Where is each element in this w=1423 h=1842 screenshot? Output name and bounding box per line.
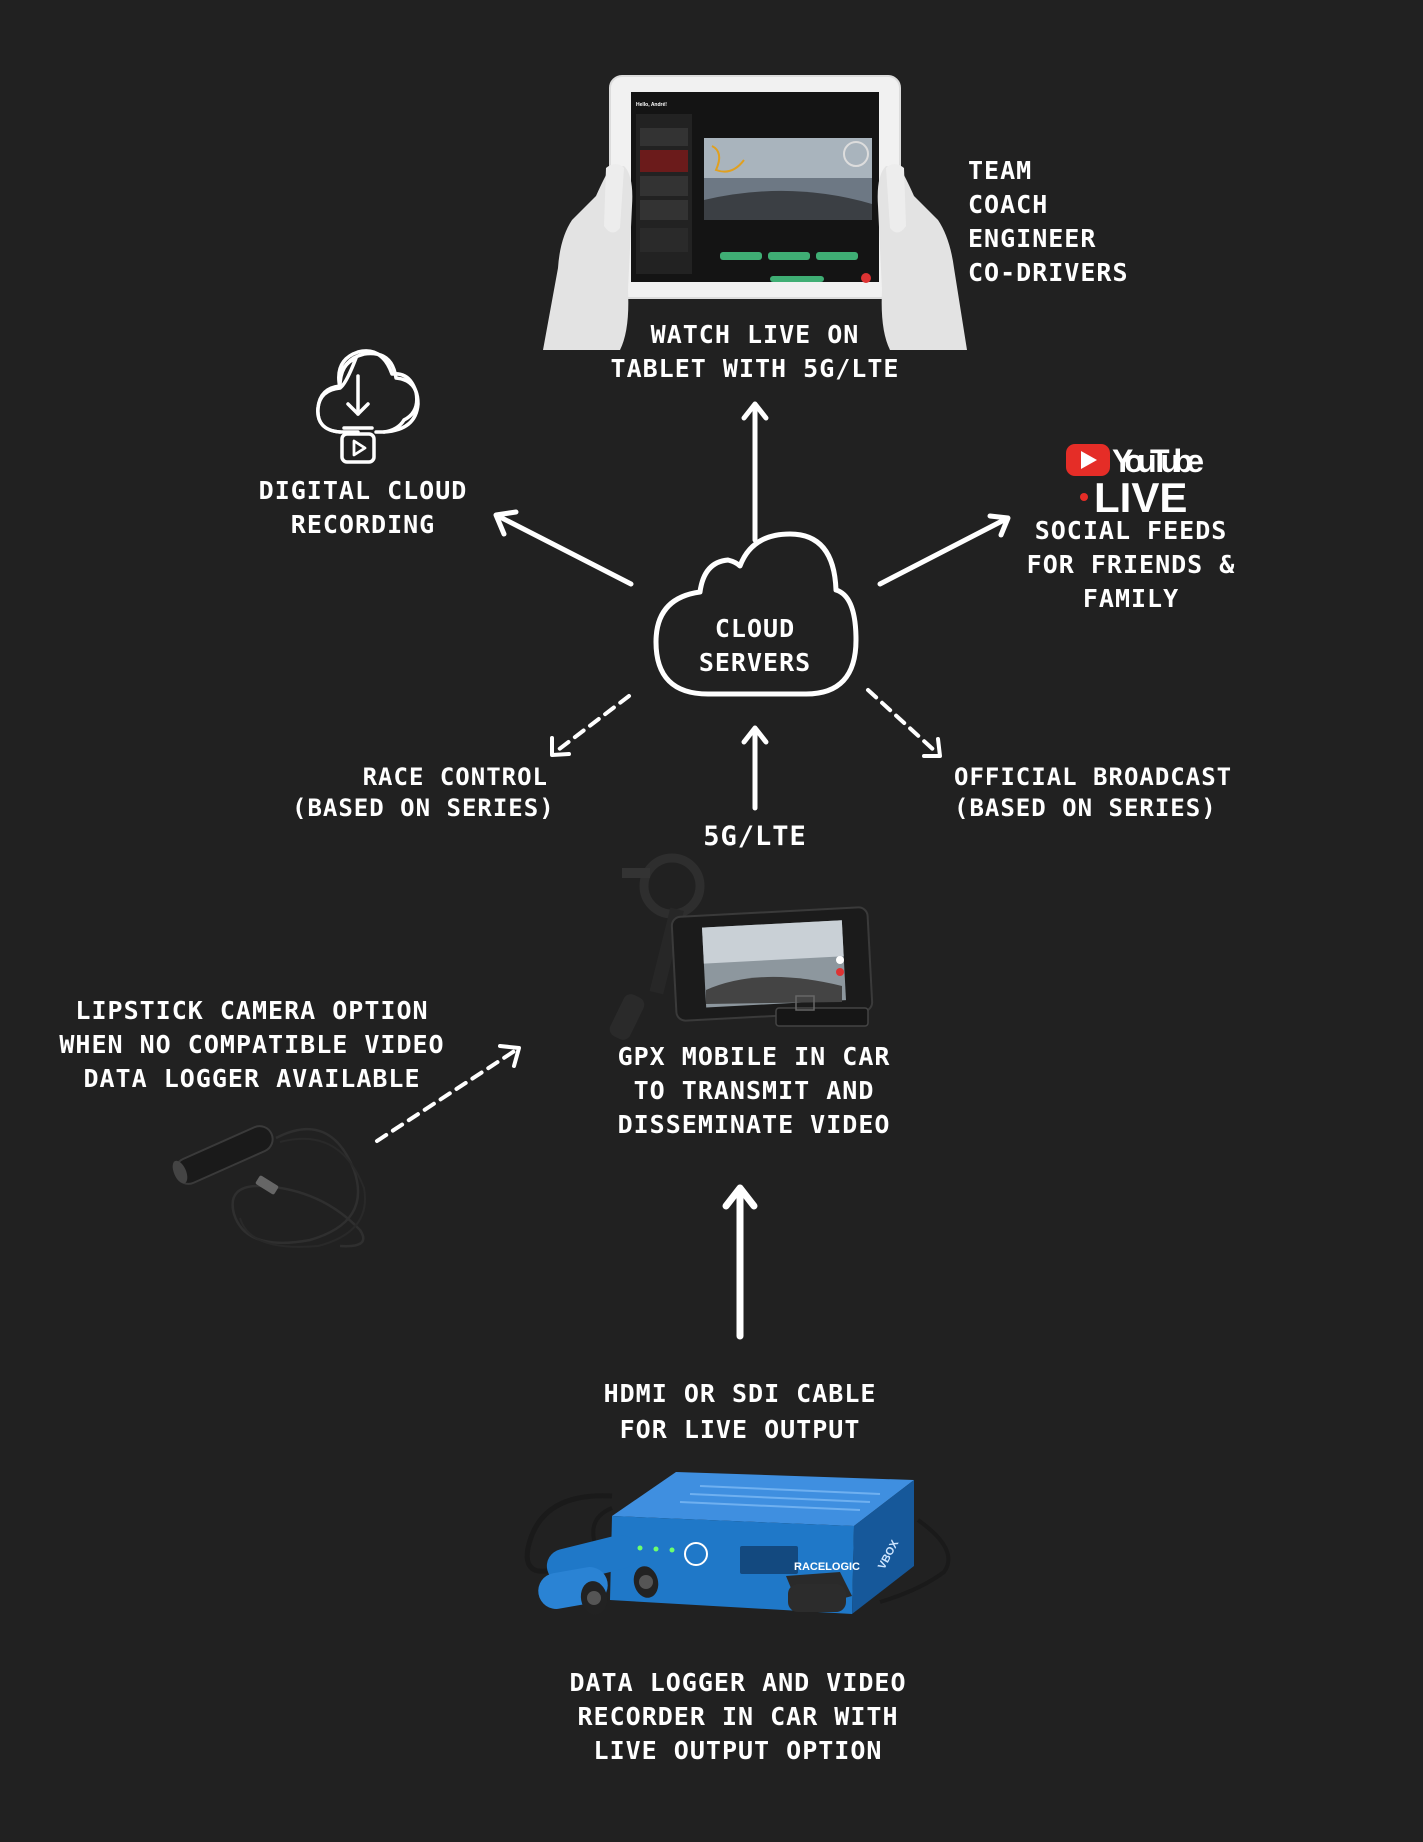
logger-caption: DATA LOGGER AND VIDEO RECORDER IN CAR WI… [569, 1668, 907, 1765]
logger-side-panel [852, 1480, 914, 1614]
data-logger-device: RACELOGIC VBOX [524, 1472, 951, 1615]
tablet-illustration: Hello, André! [543, 75, 967, 350]
logger-brand: RACELOGIC [794, 1561, 860, 1573]
logger-top-panel [612, 1472, 914, 1526]
lipstick-caption: LIPSTICK CAMERA OPTION WHEN NO COMPATIBL… [59, 996, 445, 1093]
cloud-servers-label: CLOUD SERVERS [698, 614, 812, 677]
arrow-to-race-control [556, 694, 631, 752]
cloud-recording-caption: DIGITAL CLOUD RECORDING [258, 476, 468, 539]
solid-arrows [493, 401, 1011, 1340]
tablet-screen-greeting: Hello, André! [636, 102, 667, 108]
gpx-mobile-device [609, 853, 874, 1040]
cloud-icon [653, 531, 859, 697]
youtube-logo: YouTube LIVE [1066, 443, 1205, 521]
arrow-to-cloud-recording [495, 513, 634, 587]
arrow-to-broadcast [866, 688, 938, 754]
youtube-brand-text: YouTube [1112, 443, 1203, 479]
youtube-live-text: LIVE [1094, 474, 1187, 521]
broadcast-caption: OFFICIAL BROADCAST (BASED ON SERIES) [954, 763, 1233, 822]
arrow-lipstick-to-gpx [375, 1048, 518, 1143]
arrow-to-youtube [877, 516, 1009, 587]
youtube-caption: SOCIAL FEEDS FOR FRIENDS & FAMILY [1026, 516, 1236, 613]
gps-antenna [788, 1584, 846, 1612]
tablet-caption: WATCH LIVE ON TABLET WITH 5G/LTE [610, 320, 900, 383]
record-button-icon [684, 1542, 708, 1566]
gpx-caption: GPX MOBILE IN CAR TO TRANSMIT AND DISSEM… [617, 1042, 891, 1139]
lipstick-camera [172, 1125, 366, 1248]
cable-caption: HDMI OR SDI CABLE FOR LIVE OUTPUT [603, 1379, 877, 1444]
race-control-caption: RACE CONTROL (BASED ON SERIES) [292, 763, 555, 822]
live-dot [1080, 493, 1088, 501]
tablet-audience-list: TEAM COACH ENGINEER CO-DRIVERS [968, 156, 1129, 287]
cloud-download-video-icon [316, 349, 420, 464]
dashed-arrows [375, 688, 942, 1143]
link-label: 5G/LTE [703, 821, 807, 852]
